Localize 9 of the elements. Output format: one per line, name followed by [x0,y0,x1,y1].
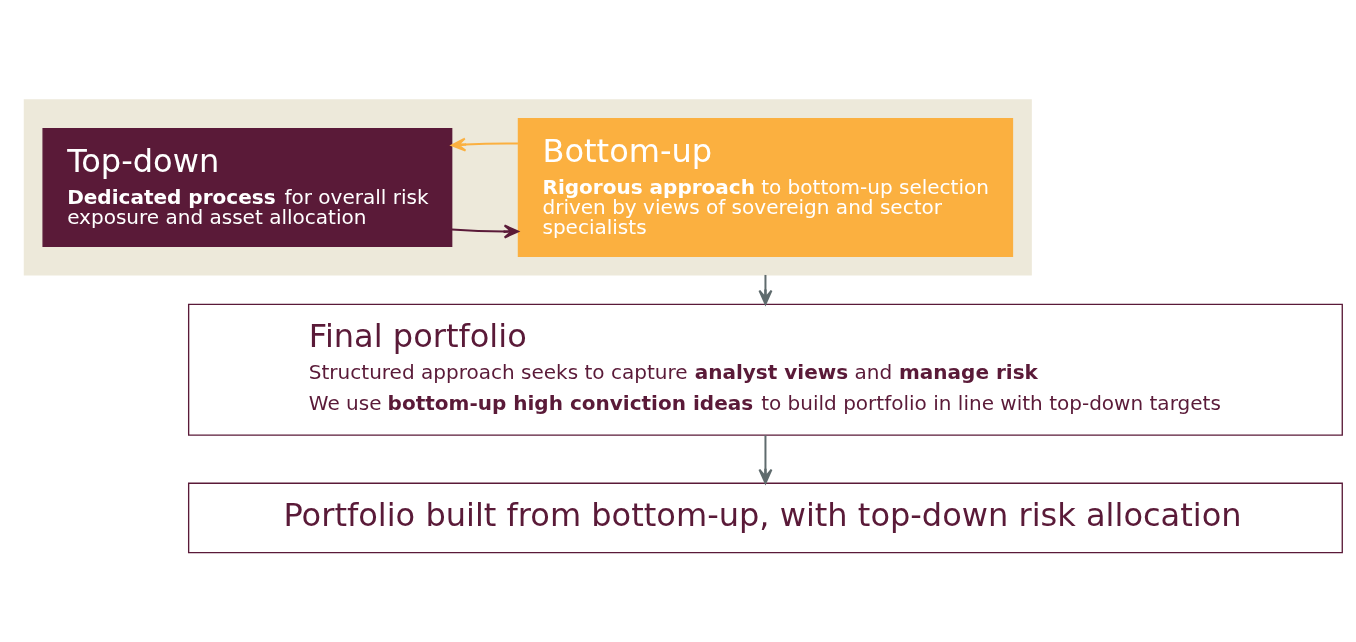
arrow [758,434,773,484]
node-box: Top-down Dedicated process for overall risk exposure and asset allocation [42,128,453,247]
arrow [450,224,519,239]
cluster [23,99,1032,276]
arrow [758,273,773,305]
node-box: Final portfolio Structured approach seeks to capture analyst views and manage risk We use bottom-up high conviction ideas to build portfolio in line with top-down targets [188,303,1343,436]
node-box: Bottom-up Rigorous approach to bottom-up selection driven by views of sovereign and sector specialists [517,118,1014,257]
node-box: Portfolio built from bottom-up, with top-down risk allocation [188,482,1343,554]
arrow [450,137,519,152]
